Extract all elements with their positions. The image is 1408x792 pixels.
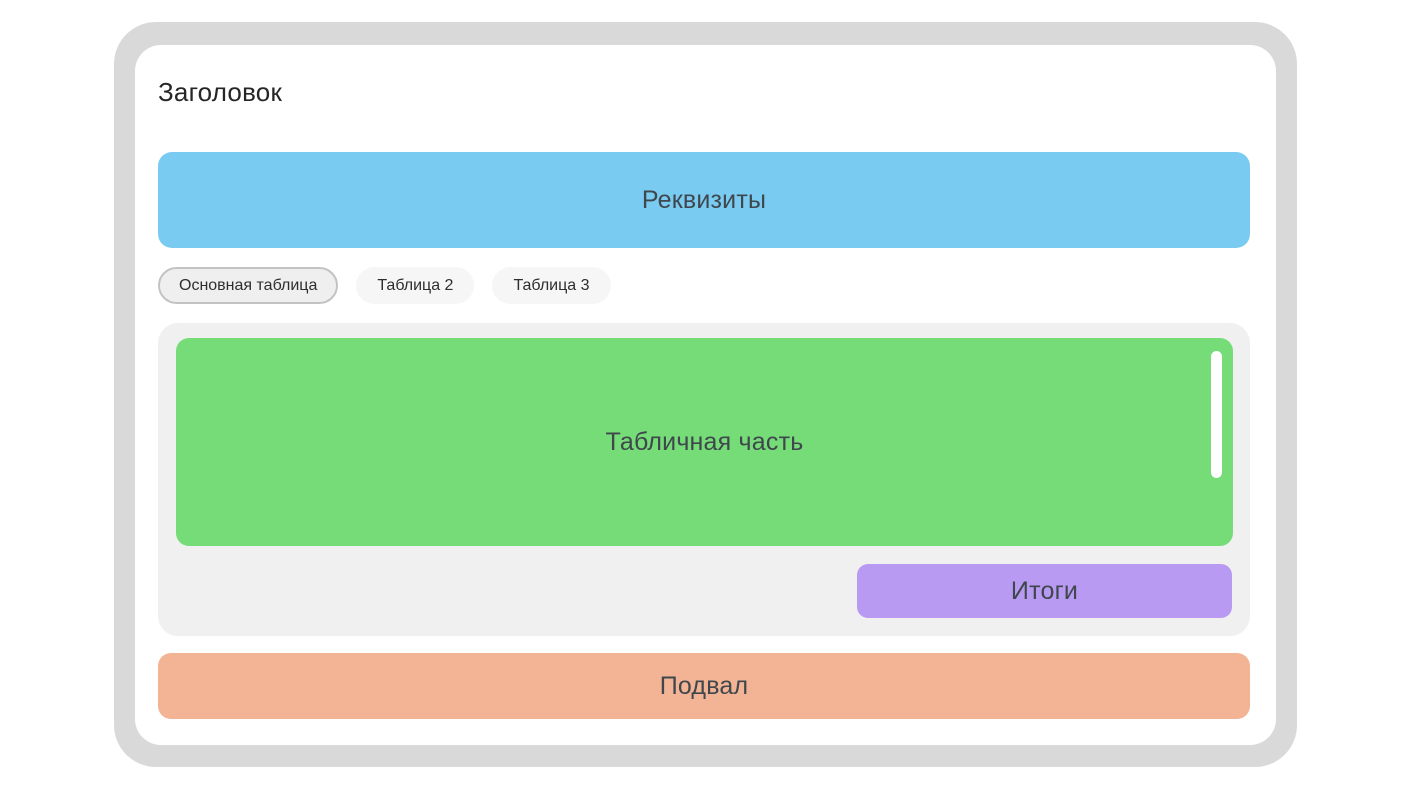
totals-label: Итоги [1010, 576, 1079, 605]
requisites-label: Реквизиты [641, 185, 767, 214]
tab-table-2[interactable]: Таблица 2 [356, 267, 475, 304]
tabular-section-region: Табличная часть [176, 338, 1233, 546]
totals-region: Итоги [857, 564, 1232, 618]
form-canvas: Заголовок Реквизиты Основная таблица Таб… [135, 45, 1276, 745]
scrollbar-thumb[interactable] [1211, 351, 1222, 478]
tabular-section-label: Табличная часть [605, 427, 804, 456]
tab-main-table[interactable]: Основная таблица [158, 267, 339, 304]
table-tabs: Основная таблица Таблица 2 Таблица 3 [158, 267, 611, 304]
footer-label: Подвал [659, 671, 749, 700]
page-title: Заголовок [158, 77, 283, 107]
window-frame: Заголовок Реквизиты Основная таблица Таб… [114, 22, 1297, 767]
footer-region: Подвал [158, 653, 1250, 719]
tab-table-3[interactable]: Таблица 3 [492, 267, 611, 304]
requisites-region: Реквизиты [158, 152, 1250, 248]
table-panel: Табличная часть Итоги [158, 323, 1250, 636]
